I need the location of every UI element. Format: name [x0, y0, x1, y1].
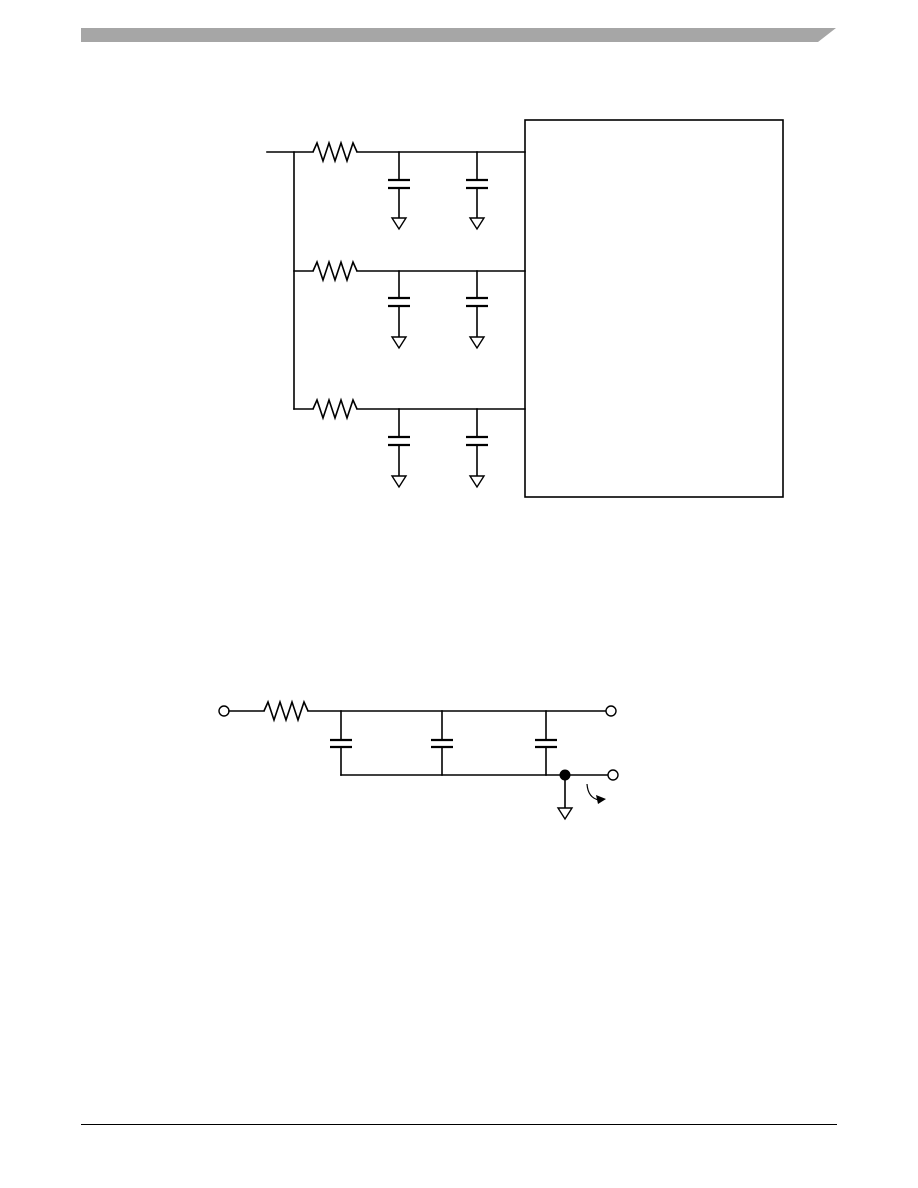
ground-icon	[390, 336, 408, 350]
header-bar	[81, 28, 836, 42]
capacitor-3	[535, 710, 557, 776]
top-filter-diagram	[266, 119, 784, 498]
capacitor-3b	[466, 408, 488, 489]
footer-rule	[81, 1124, 837, 1125]
capacitor-3a	[388, 408, 410, 489]
ground-icon	[468, 336, 486, 350]
ground-icon	[390, 475, 408, 489]
capacitor-1a	[388, 151, 410, 231]
branch-1	[312, 140, 526, 231]
capacitor-2b	[466, 270, 488, 350]
branch-3	[293, 397, 526, 489]
arrow-head	[596, 795, 606, 804]
capacitor-2a	[388, 270, 410, 350]
ground-icon	[390, 217, 408, 231]
resistor-3	[312, 397, 358, 421]
input-terminal	[218, 705, 230, 717]
output-terminal	[605, 705, 617, 717]
ground-icon	[468, 217, 486, 231]
capacitor-1	[330, 710, 352, 776]
branch-2	[293, 259, 526, 350]
resistor	[263, 699, 309, 723]
resistor-1	[312, 140, 358, 164]
ground-icon	[556, 807, 574, 821]
device-block	[524, 119, 784, 498]
header-bar-shape	[81, 28, 836, 42]
capacitor-2	[431, 710, 453, 776]
capacitor-1b	[466, 151, 488, 231]
return-terminal	[607, 769, 619, 781]
resistor-2	[312, 259, 358, 283]
ground-icon	[468, 475, 486, 489]
